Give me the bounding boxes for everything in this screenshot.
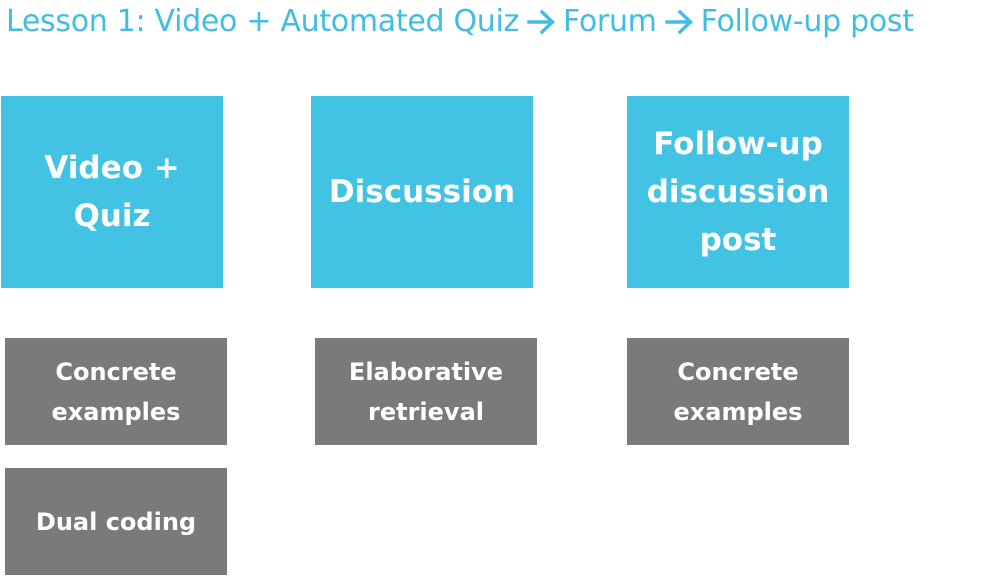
activity-box-discussion: Discussion: [311, 96, 533, 288]
strategy-label: Concrete examples: [51, 357, 181, 426]
strategy-label: Dual coding: [35, 507, 197, 536]
strategy-label: Elaborative retrieval: [348, 357, 504, 426]
strategy-box-concrete-examples: Concrete examples: [5, 338, 227, 445]
title-part-follow-up: Follow-up post: [700, 4, 914, 39]
strategy-label: Concrete examples: [673, 357, 803, 426]
strategy-box-dual-coding: Dual coding: [5, 468, 227, 575]
strategy-box-elaborative-retrieval: Elaborative retrieval: [315, 338, 537, 445]
strategy-box-concrete-examples: Concrete examples: [627, 338, 849, 445]
activity-box-follow-up-post: Follow-up discussion post: [627, 96, 849, 288]
right-arrow-icon: [527, 0, 559, 44]
right-arrow-icon: [664, 0, 697, 44]
title-part-forum: Forum: [562, 4, 657, 39]
activity-label: Discussion: [328, 174, 516, 210]
title-part-lesson: Lesson 1: Video + Automated Quiz: [6, 4, 519, 39]
activity-label: Follow-up discussion post: [646, 126, 830, 258]
page-title: Lesson 1: Video + Automated Quiz Forum Fol…: [6, 0, 914, 44]
activity-box-video-quiz: Video + Quiz: [1, 96, 223, 288]
activity-label: Video + Quiz: [44, 150, 180, 234]
